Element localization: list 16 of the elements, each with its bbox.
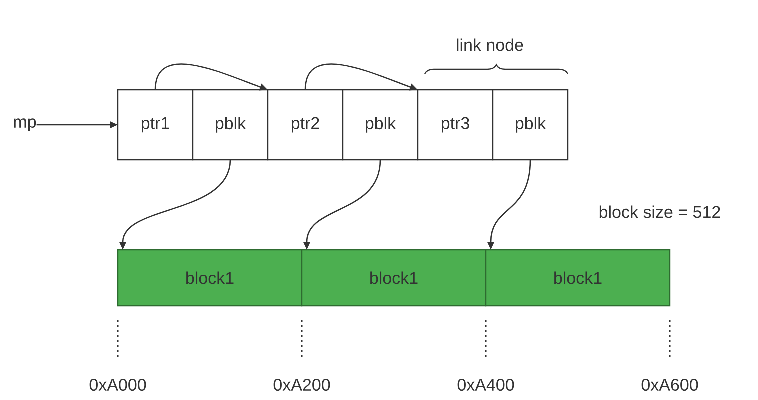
label-text: 0xA200 (274, 378, 330, 392)
pointer-cell: ptr1 (117, 89, 194, 161)
label-text: 0xA400 (458, 378, 514, 392)
pointer-cell: ptr2 (267, 89, 344, 161)
label-text: link node (457, 38, 524, 52)
memory-block: block1 (117, 249, 303, 307)
label-text: 0xA000 (90, 378, 146, 392)
pointer-cell: pblk (192, 89, 269, 161)
pointer-label: mp (14, 118, 36, 132)
pointer-cell: ptr3 (417, 89, 494, 161)
memory-block: block1 (301, 249, 487, 307)
pointer-cell: pblk (492, 89, 569, 161)
label-text: 0xA600 (642, 378, 698, 392)
memory-block: block1 (485, 249, 671, 307)
label-text: block size = 512 (600, 206, 720, 218)
pointer-cell: pblk (342, 89, 419, 161)
